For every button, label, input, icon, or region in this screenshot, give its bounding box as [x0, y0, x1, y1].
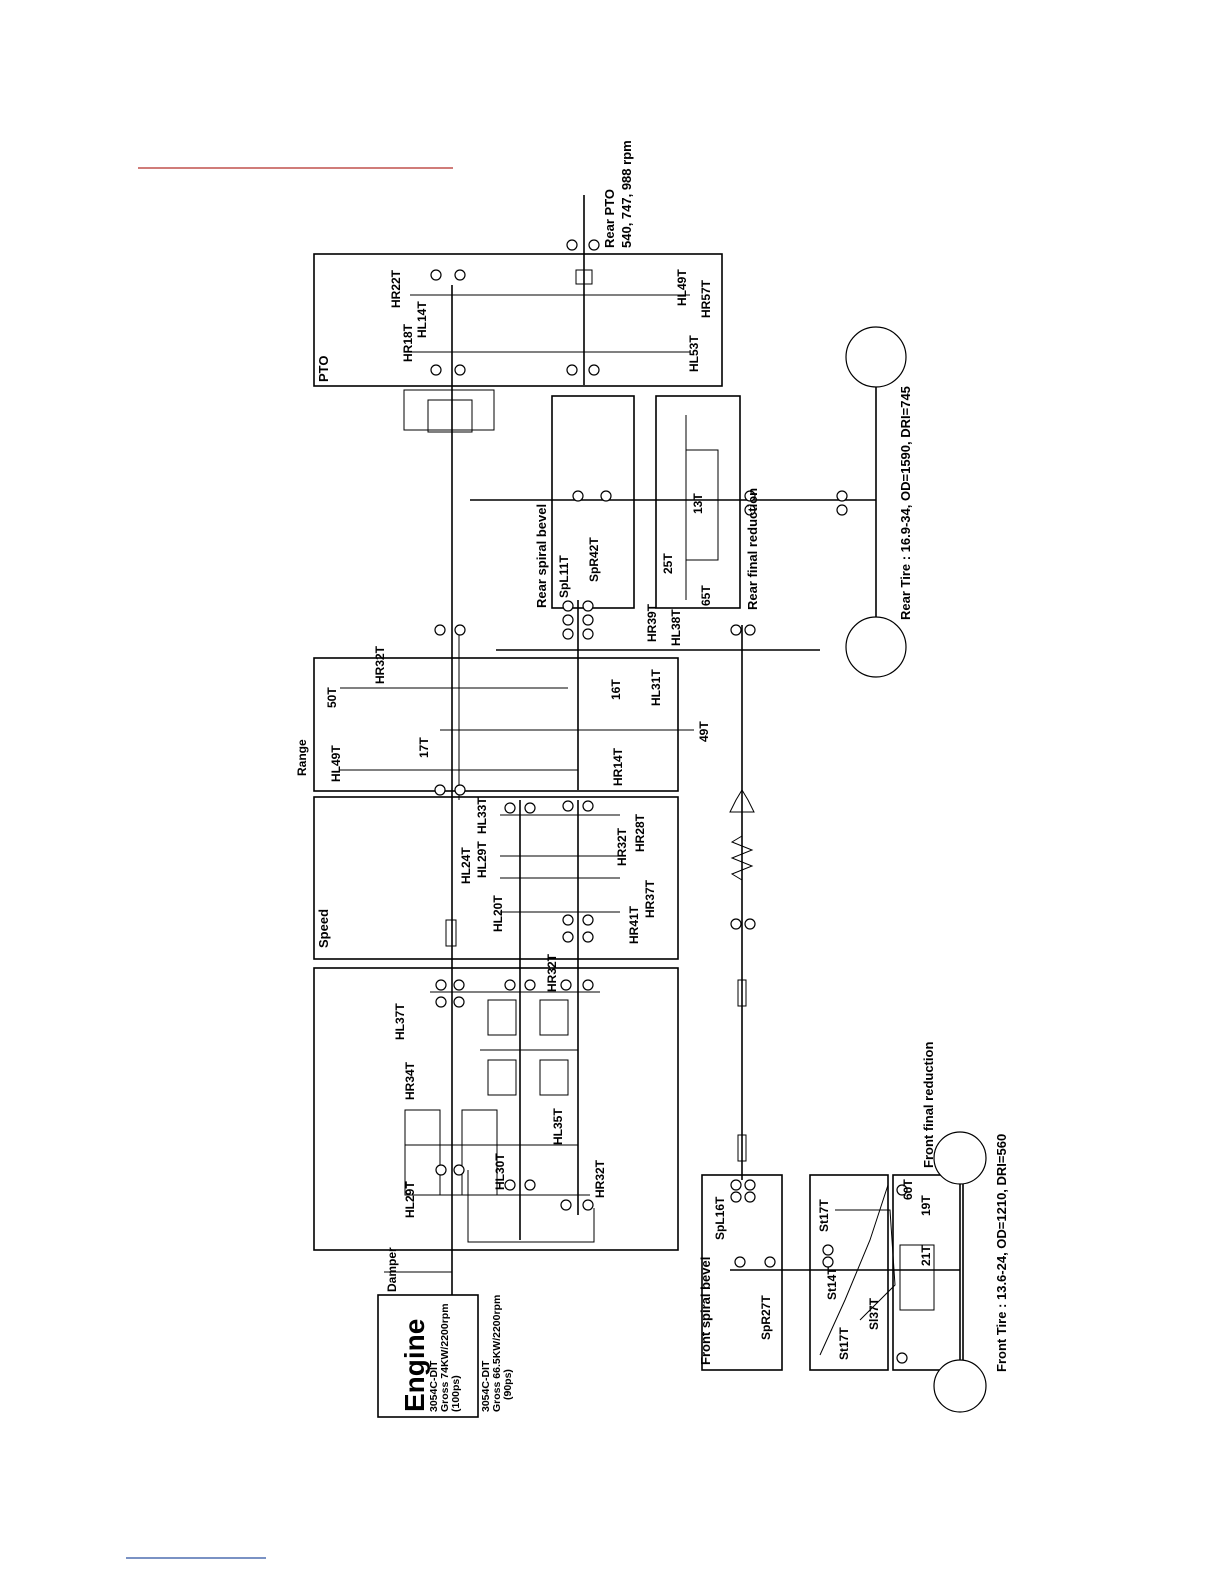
gear-label: HR32T — [615, 827, 629, 866]
gear-label: 16T — [609, 679, 623, 700]
gear-label: 50T — [325, 687, 339, 708]
engine-spec-b-power: Gross 66.5KW/2200rpm — [491, 1295, 503, 1412]
gear-label: HR34T — [403, 1061, 417, 1100]
engine-box — [377, 1294, 479, 1418]
damper-spring — [730, 835, 754, 881]
gear-label: HL29T — [475, 841, 489, 878]
rear-pto-rpm: 540, 747, 988 rpm — [619, 140, 634, 248]
gear-label: HR32T — [545, 953, 559, 992]
gear-label: HR37T — [643, 879, 657, 918]
steer-link-1 — [819, 1184, 889, 1356]
gear-label: 49T — [697, 721, 711, 742]
rear-tire-label: Rear Tire : 16.9-34, OD=1590, DRI=745 — [898, 386, 913, 620]
gear-labels: HL29T HR34T HL37T HL30T HL35T HR32T HR32… — [325, 269, 933, 1360]
engine-spec-a-model: 3054C-DIT — [428, 1360, 440, 1412]
gear-label: HR22T — [389, 269, 403, 308]
front-final-reduction-box — [892, 1174, 964, 1371]
front-final-reduction-label: Front final reduction — [921, 1042, 936, 1168]
ff-carrier — [899, 1244, 935, 1311]
gear-label: HR28T — [633, 813, 647, 852]
gear-label: 60T — [901, 1179, 915, 1200]
gear-label: 13T — [691, 493, 705, 514]
engine-spec-a-ps: (100ps) — [450, 1375, 462, 1412]
engine-spec-b-ps: (90ps) — [502, 1369, 514, 1400]
gear-label: HL37T — [393, 1003, 407, 1040]
gear-label: St17T — [837, 1327, 851, 1360]
coupling-1 — [445, 919, 457, 947]
rear-final-reduction-box — [655, 395, 741, 609]
gear-label: HL53T — [687, 335, 701, 372]
gear-label: 65T — [699, 585, 713, 606]
gear-label: HL33T — [475, 797, 489, 834]
gear-label: 25T — [661, 553, 675, 574]
rear-final-reduction-label: Rear final reduction — [745, 488, 760, 610]
front-tire-top — [933, 1131, 987, 1185]
front-tire-label: Front Tire : 13.6-24, OD=1210, DRI=560 — [994, 1134, 1009, 1372]
rear-tire-top — [845, 326, 907, 388]
gear-label: 17T — [417, 737, 431, 758]
gear-label: HL35T — [551, 1108, 565, 1145]
gear-label: Sl37T — [867, 1297, 881, 1330]
coupling-2 — [737, 979, 747, 1007]
speed-label: Speed — [316, 909, 331, 948]
gear-label: HL38T — [669, 609, 683, 646]
front-clutch — [729, 789, 755, 813]
gear-label: HR57T — [699, 279, 713, 318]
pto-box — [313, 253, 723, 387]
gear-label: SpR27T — [759, 1295, 773, 1340]
rear-spiral-bevel-label: Rear spiral bevel — [534, 504, 549, 608]
gear-label: HL24T — [459, 847, 473, 884]
gear-label: HR39T — [645, 603, 659, 642]
steering-box — [809, 1174, 889, 1371]
gear-label: HR32T — [373, 645, 387, 684]
gear-label: HL14T — [415, 301, 429, 338]
gear-label: HR14T — [611, 747, 625, 786]
rf-carrier — [685, 449, 719, 561]
gear-label: HL30T — [493, 1153, 507, 1190]
gear-label: HL20T — [491, 895, 505, 932]
gear-label: HL31T — [649, 669, 663, 706]
range-box — [313, 657, 679, 792]
engine-label-group: Engine 3054C-DIT Gross 74KW/2200rpm (100… — [399, 1295, 514, 1412]
gear-label: HR32T — [593, 1159, 607, 1198]
rear-pto-label: Rear PTO — [602, 189, 617, 248]
bearings — [430, 239, 908, 1364]
gear-label: HR18T — [401, 323, 415, 362]
clutch-packs — [403, 389, 569, 1196]
front-spiral-bevel-label: Front spiral bevel — [698, 1257, 713, 1365]
coupling-3 — [737, 1134, 747, 1162]
main-return-path — [467, 1170, 595, 1243]
gear-label: HL29T — [403, 1181, 417, 1218]
coupling-4 — [575, 269, 593, 285]
gear-label: HL49T — [329, 745, 343, 782]
gear-label: St14T — [825, 1267, 839, 1300]
front-tire-bottom — [933, 1359, 987, 1413]
range-label: Range — [295, 739, 309, 776]
gear-label: St17T — [817, 1199, 831, 1232]
engine-spec-a-power: Gross 74KW/2200rpm — [439, 1303, 451, 1412]
steer-link-2 — [835, 1209, 896, 1321]
engine-title: Engine — [399, 1319, 430, 1412]
main-transmission-box — [313, 967, 679, 1251]
gear-label: 21T — [919, 1245, 933, 1266]
rear-tire-bottom — [845, 616, 907, 678]
gear-label: 19T — [919, 1195, 933, 1216]
gear-label: HL49T — [675, 269, 689, 306]
pto-label: PTO — [316, 356, 331, 383]
damper-label: Damper — [385, 1247, 399, 1292]
gear-label: SpL16T — [713, 1196, 727, 1240]
gear-label: HR41T — [627, 905, 641, 944]
speed-box — [313, 796, 679, 960]
gear-label: SpL11T — [557, 555, 571, 598]
gear-label: SpR42T — [587, 537, 601, 582]
engine-spec-b-model: 3054C-DIT — [480, 1360, 492, 1412]
